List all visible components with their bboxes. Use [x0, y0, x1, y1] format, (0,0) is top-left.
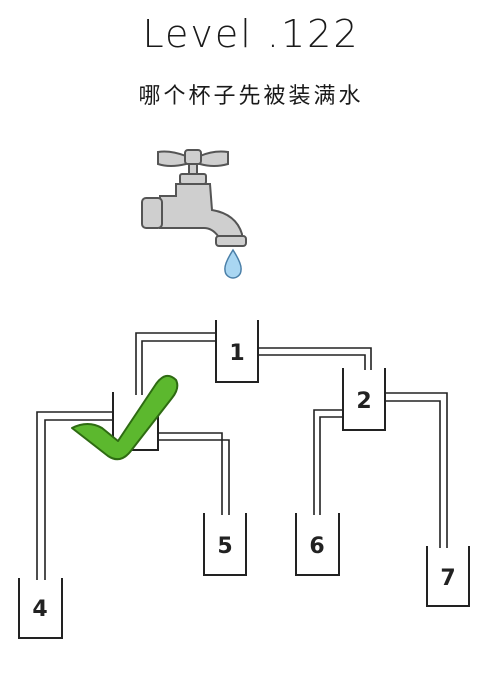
cup-1[interactable] — [215, 320, 259, 383]
cup-5[interactable] — [203, 513, 247, 576]
cup-2[interactable] — [342, 368, 386, 431]
cup-7[interactable] — [426, 546, 470, 607]
cup-6[interactable] — [295, 513, 340, 576]
cup-3[interactable] — [112, 392, 159, 451]
level-title: Level .122 — [142, 12, 360, 56]
cup-2-label: 2 — [356, 389, 371, 414]
cup-7-label: 7 — [440, 566, 455, 591]
water-drop-icon — [224, 248, 242, 279]
cup-6-label: 6 — [309, 534, 324, 559]
cup-5-label: 5 — [217, 534, 232, 559]
cup-4-label: 4 — [32, 597, 47, 622]
faucet-icon — [141, 149, 247, 247]
question-text: 哪个杯子先被装满水 — [138, 84, 364, 109]
pipe-network — [36, 332, 448, 580]
cup-4[interactable] — [18, 578, 63, 639]
cup-1-label: 1 — [229, 341, 244, 366]
checkmark-icon — [71, 374, 179, 461]
